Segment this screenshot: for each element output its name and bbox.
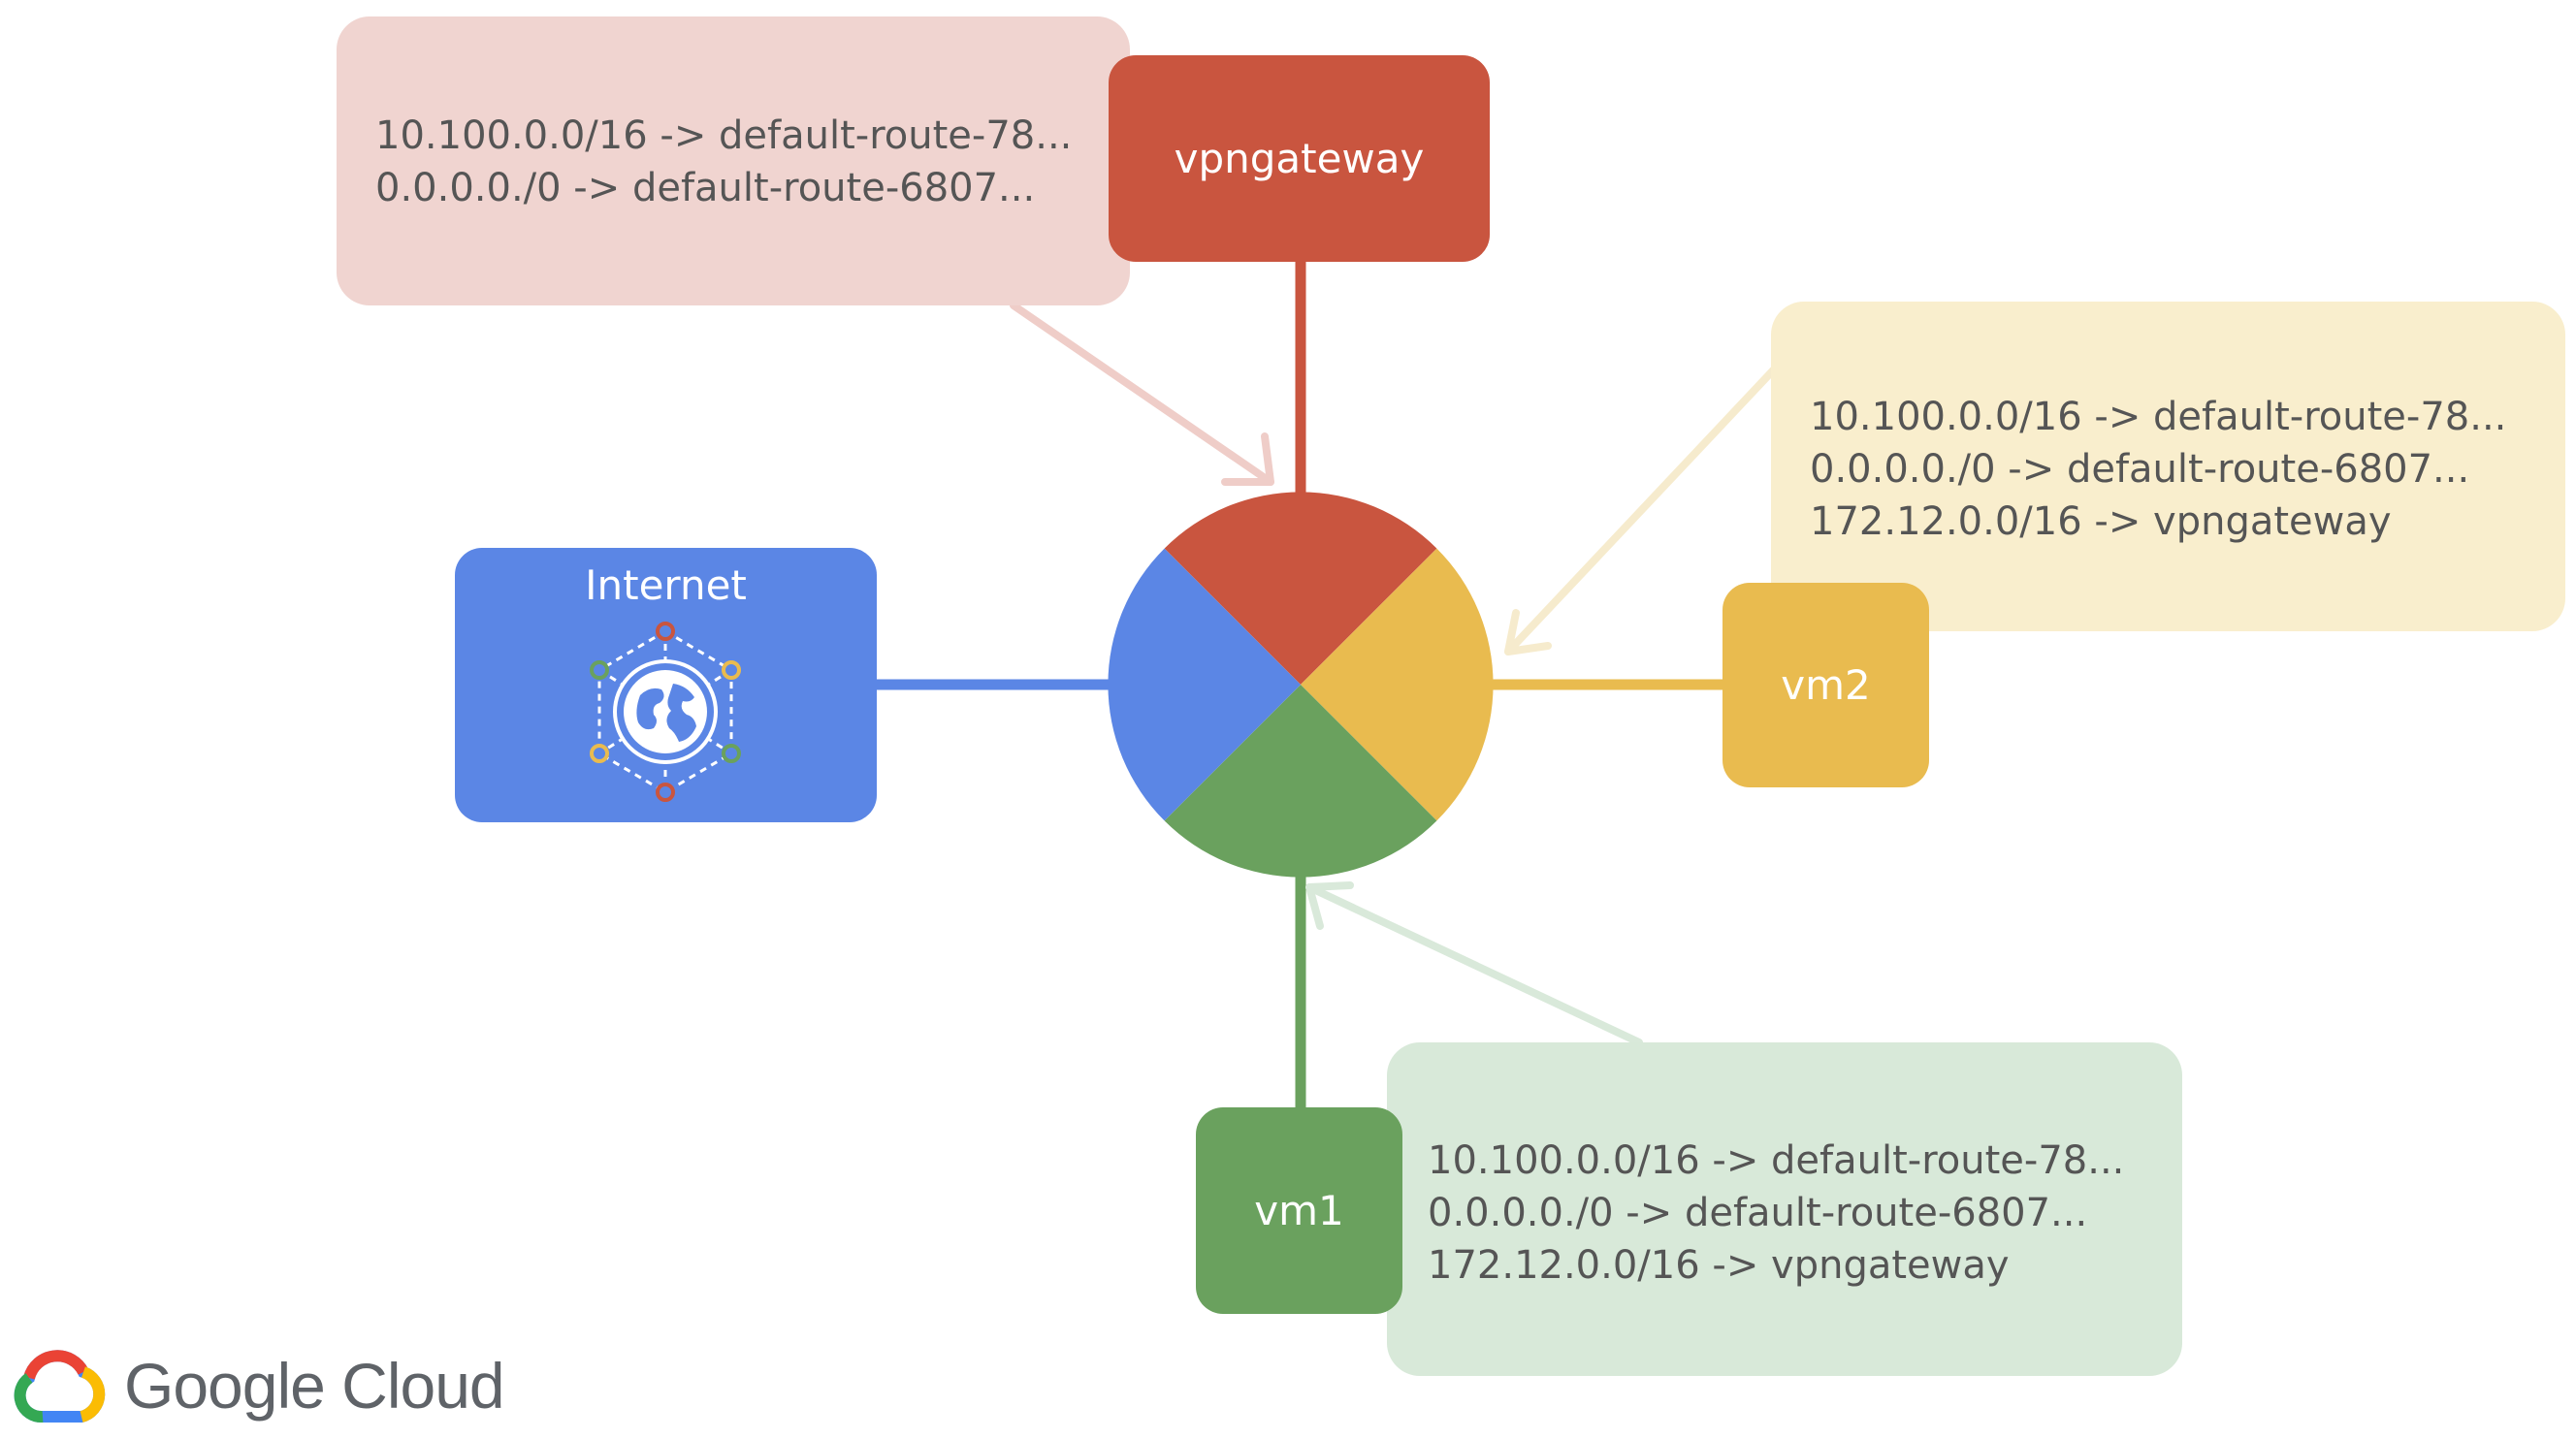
node-label: vpngateway xyxy=(1174,135,1425,182)
node-vpngateway[interactable]: vpngateway xyxy=(1109,55,1490,262)
node-label: vm1 xyxy=(1254,1187,1344,1234)
arrow-vpngateway-routes xyxy=(1010,302,1274,486)
route-entry: 10.100.0.0/16 -> default-route-78... xyxy=(1428,1138,2125,1183)
hub-segment-blue xyxy=(1108,548,1301,821)
route-entry: 10.100.0.0/16 -> default-route-78... xyxy=(1810,395,2507,439)
route-entry: 172.12.0.0/16 -> vpngateway xyxy=(1428,1243,2010,1288)
hub-segment-red xyxy=(1164,492,1437,685)
node-internet[interactable]: Internet xyxy=(455,548,877,822)
google-cloud-logo: Google Cloud xyxy=(14,1342,505,1429)
logo-text: Google Cloud xyxy=(124,1350,505,1422)
google-cloud-logo-icon xyxy=(14,1350,106,1423)
node-vm2[interactable]: vm2 xyxy=(1723,583,1929,787)
route-entry: 10.100.0.0/16 -> default-route-78... xyxy=(375,113,1073,158)
route-entry: 172.12.0.0/16 -> vpngateway xyxy=(1810,499,2392,544)
route-table-vpngateway: 10.100.0.0/16 -> default-route-78... 0.0… xyxy=(337,16,1130,305)
arrow-vm2-routes xyxy=(1504,365,1779,656)
globe-network-icon xyxy=(590,622,741,802)
node-vm1[interactable]: vm1 xyxy=(1196,1107,1402,1314)
route-table-vm1: 10.100.0.0/16 -> default-route-78... 0.0… xyxy=(1387,1042,2182,1376)
route-entry: 0.0.0.0./0 -> default-route-6807... xyxy=(1810,447,2470,492)
route-table-vm2: 10.100.0.0/16 -> default-route-78... 0.0… xyxy=(1771,302,2565,631)
node-label: Internet xyxy=(585,561,747,609)
route-entry: 0.0.0.0./0 -> default-route-6807... xyxy=(375,166,1036,210)
route-entry: 0.0.0.0./0 -> default-route-6807... xyxy=(1428,1191,2088,1235)
hub-segment-green xyxy=(1164,685,1437,878)
route-hub xyxy=(1108,492,1494,878)
arrow-vm1-routes xyxy=(1305,881,1643,1046)
node-label: vm2 xyxy=(1781,661,1871,709)
hub-segment-yellow xyxy=(1301,548,1494,821)
